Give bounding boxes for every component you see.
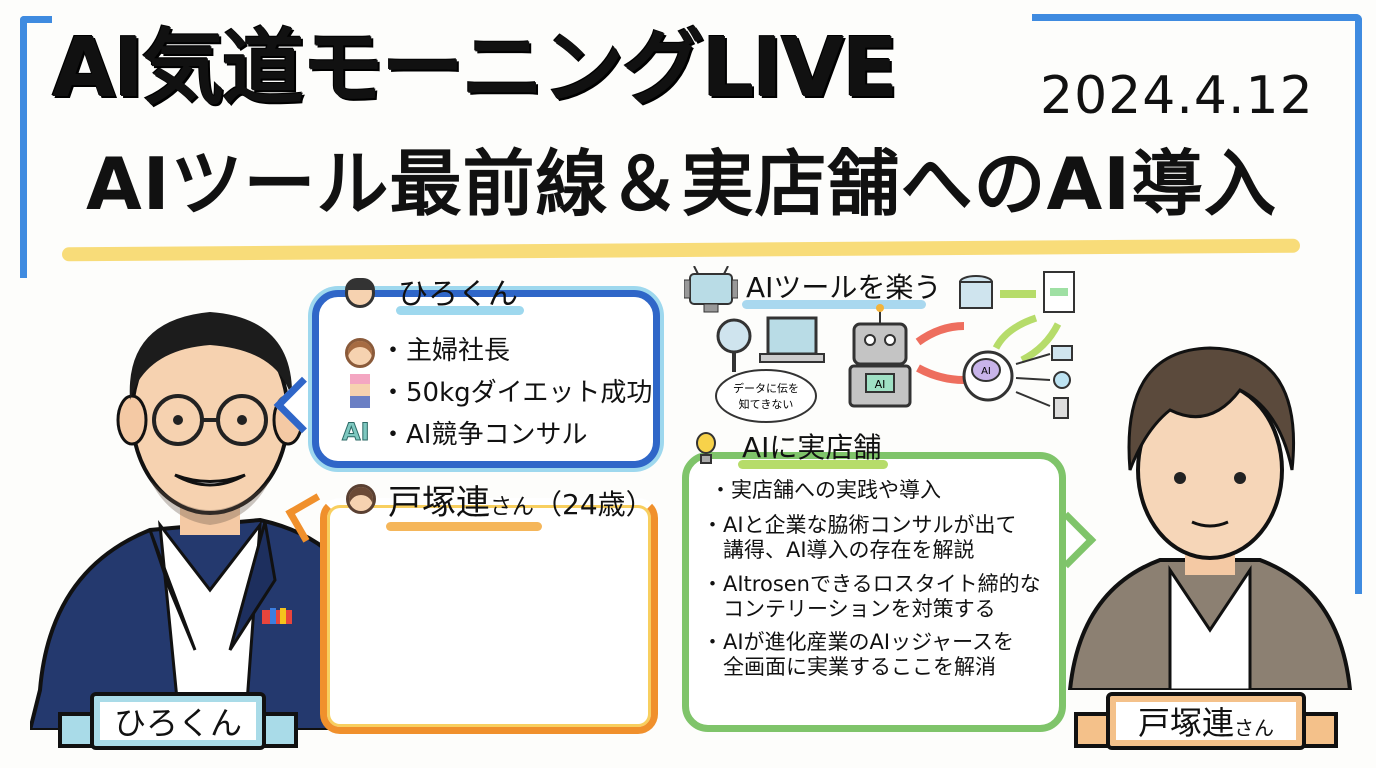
list-item: ・50kgダイエット成功 bbox=[380, 378, 653, 408]
totsuka-name-highlight bbox=[386, 522, 542, 531]
totsuka-age: （24歳） bbox=[534, 488, 654, 521]
page-title: AI気道モーニングLIVE bbox=[52, 21, 898, 116]
totsuka-intro-bubble bbox=[320, 498, 658, 734]
lightbulb-icon bbox=[690, 430, 722, 466]
ai-tools-illustration: データに伝を 知てきない AI AI bbox=[715, 271, 1075, 423]
list-item: ・AItrosenできるロスタイト締的な コンテリーションを対策する bbox=[702, 571, 1041, 621]
list-item: ・AI競争コンサル bbox=[380, 420, 588, 450]
list-item: ・AIと企業な脇術コンサルが出て 講得、AI導入の存在を解説 bbox=[702, 513, 1017, 563]
page-subtitle: AIツール最前線＆実店舗へのAI導入 bbox=[86, 142, 1278, 226]
totsuka-banner-name: 戸塚連 bbox=[1137, 704, 1234, 742]
hiro-name-banner: ひろくん bbox=[58, 686, 298, 766]
svg-text:AI: AI bbox=[875, 378, 886, 391]
hiro-profile-bubble bbox=[312, 290, 660, 468]
ai-text-icon: AI bbox=[342, 418, 370, 447]
totsuka-name-banner: 戸塚連さん bbox=[1074, 686, 1338, 766]
list-item: ・AIが進化産業のAIッジャースを 全画面に実業するここを解消 bbox=[702, 629, 1015, 680]
totsuka-honorific: さん bbox=[490, 495, 535, 520]
hiro-name-highlight bbox=[396, 306, 524, 315]
totsuka-name: 戸塚連さん（24歳） bbox=[388, 486, 654, 520]
event-date: 2024.4.12 bbox=[1040, 66, 1314, 126]
young-man-face-icon bbox=[346, 484, 376, 514]
store-title-highlight bbox=[738, 460, 888, 469]
totsuka-name-text: 戸塚連 bbox=[388, 483, 490, 523]
hiro-portrait bbox=[30, 312, 538, 730]
list-item: ・実店舗への実践や導入 bbox=[710, 478, 941, 502]
hiro-name: ひろくん bbox=[398, 277, 518, 312]
totsuka-banner-honorific: さん bbox=[1234, 715, 1274, 740]
ai-tools-title-highlight bbox=[742, 300, 926, 309]
hiro-banner-label: ひろくん bbox=[113, 704, 242, 742]
ai-store-bubble bbox=[682, 452, 1066, 732]
ai-tools-title: AIツールを楽う bbox=[746, 271, 942, 304]
monitor-robot-icon bbox=[684, 266, 738, 313]
frame-left-bracket bbox=[20, 16, 52, 278]
frame-right-bracket bbox=[1032, 14, 1362, 594]
hiro-profile-list: ・主婦社長 ・50kgダイエット成功 ・AI競争コンサル bbox=[380, 336, 652, 462]
speech-line-2: 知てきない bbox=[739, 397, 794, 411]
list-item: ・主婦社長 bbox=[380, 336, 511, 366]
totsuka-banner-body: 戸塚連さん bbox=[1106, 692, 1306, 750]
ai-store-title: AIに実店舗 bbox=[742, 431, 882, 464]
svg-text:AI: AI bbox=[981, 366, 991, 377]
waist-slim-icon bbox=[340, 374, 380, 410]
man-face-icon bbox=[345, 278, 375, 308]
speech-line-1: データに伝を bbox=[733, 381, 799, 395]
hiro-banner-body: ひろくん bbox=[90, 692, 266, 750]
woman-face-icon bbox=[345, 338, 375, 368]
totsuka-portrait bbox=[1067, 346, 1353, 690]
ai-store-list: ・実店舗への実践や導入 ・AIと企業な脇術コンサルが出て 講得、AI導入の存在を… bbox=[702, 478, 1041, 680]
